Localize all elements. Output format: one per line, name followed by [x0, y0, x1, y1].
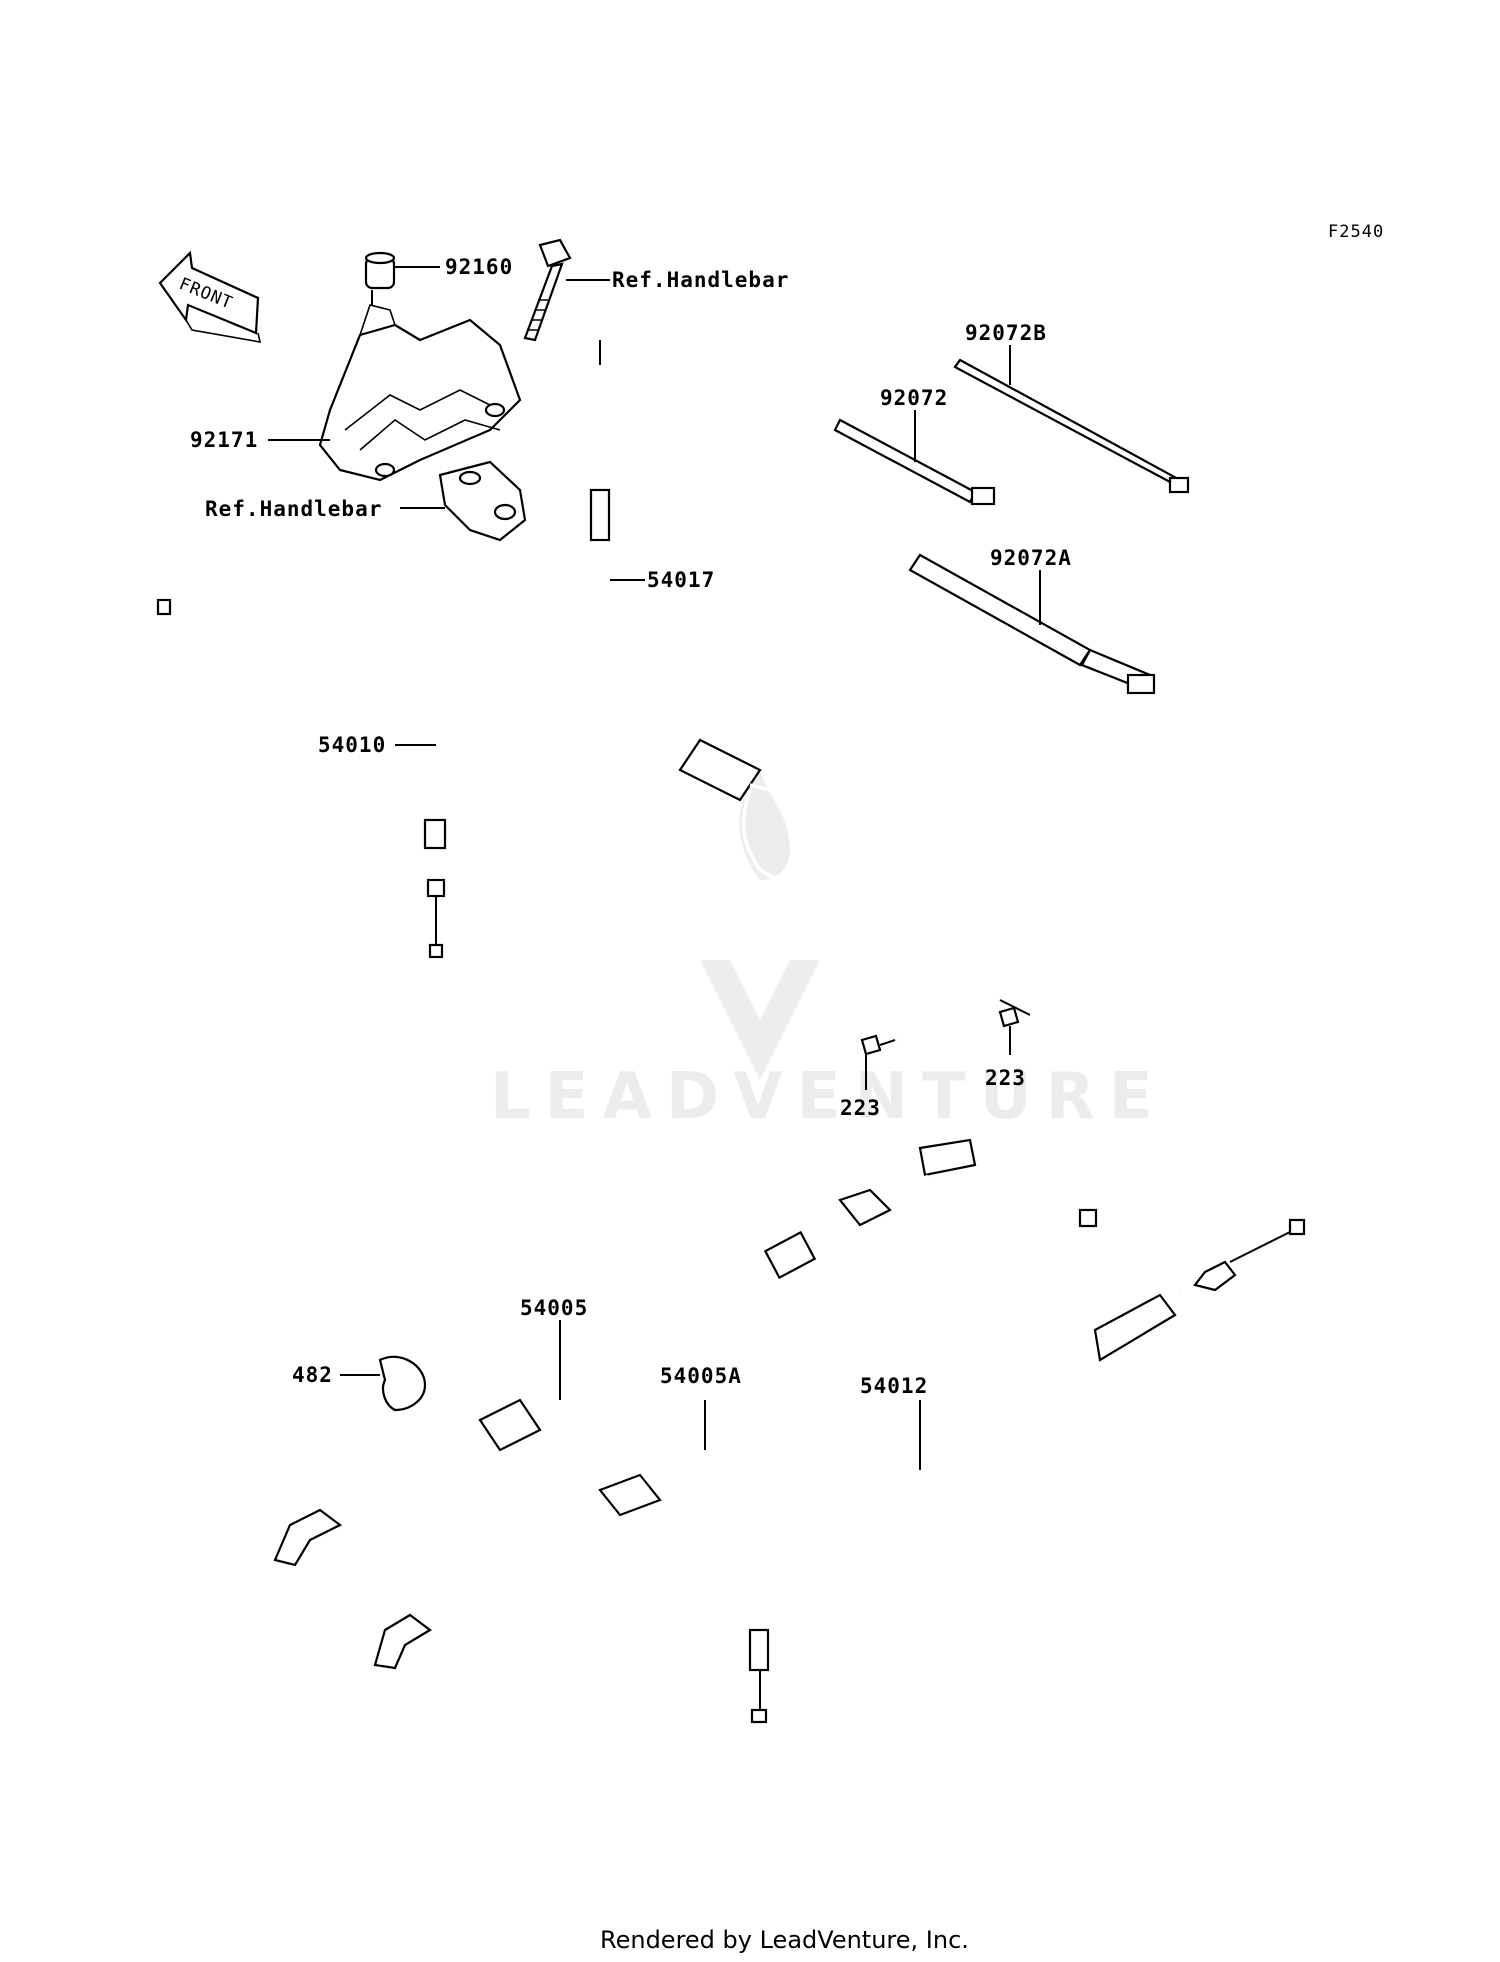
- part-54017-cable: [589, 340, 1072, 1057]
- part-92072-strap: [833, 410, 996, 506]
- label-92072A: 92072A: [990, 546, 1072, 570]
- front-arrow-icon: FRONT: [158, 250, 262, 343]
- label-92072B: 92072B: [965, 321, 1047, 345]
- diagram-code: F2540: [1328, 222, 1384, 242]
- label-482: 482: [292, 1363, 333, 1387]
- label-92072: 92072: [880, 386, 948, 410]
- label-54005A: 54005A: [660, 1364, 742, 1388]
- part-92160-collar: [364, 251, 440, 305]
- label-92171: 92171: [190, 428, 258, 452]
- label-ref-handlebar-1: Ref.Handlebar: [612, 268, 789, 292]
- part-54012-cable: [748, 1218, 1306, 1724]
- label-92160: 92160: [445, 255, 513, 279]
- part-54010-cable: [156, 567, 447, 959]
- label-223-b: 223: [985, 1066, 1026, 1090]
- part-92072B-strap: [953, 345, 1190, 494]
- part-223-screw-a: [860, 1034, 896, 1090]
- label-54017: 54017: [647, 568, 715, 592]
- watermark-text: LEADVENTURE: [490, 1060, 1167, 1134]
- footer-text: Rendered by LeadVenture, Inc.: [600, 1926, 969, 1954]
- part-92171-bracket: [268, 304, 522, 482]
- part-54005-cable: [273, 1138, 977, 1567]
- part-54005A-cable: [373, 1208, 1098, 1670]
- handlebar-bolt: [523, 238, 610, 342]
- label-54010: 54010: [318, 733, 386, 757]
- leadventure-logo-icon: [700, 770, 820, 1080]
- part-223-screw-b: [998, 999, 1031, 1055]
- label-ref-handlebar-2: Ref.Handlebar: [205, 497, 382, 521]
- label-54012: 54012: [860, 1374, 928, 1398]
- label-54005: 54005: [520, 1296, 588, 1320]
- part-92072A-strap: [908, 553, 1156, 695]
- handlebar-clamp: [400, 460, 527, 542]
- part-482-clip: [340, 1355, 427, 1412]
- label-223-a: 223: [840, 1096, 881, 1120]
